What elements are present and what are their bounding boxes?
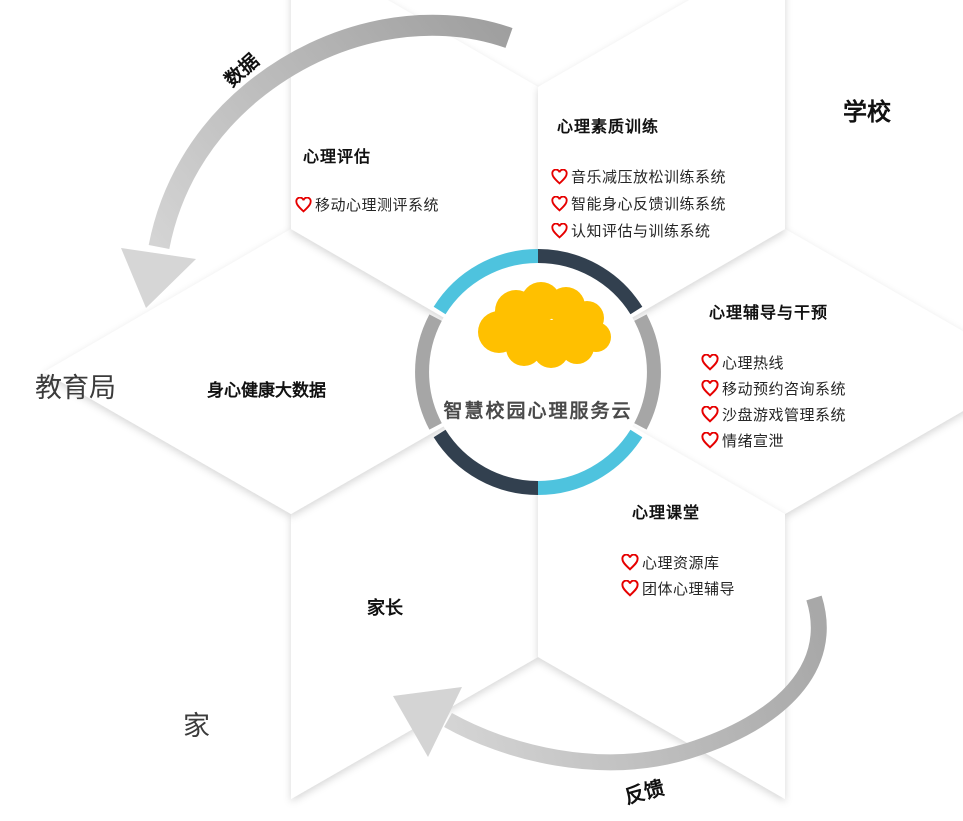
label-school: 学校	[843, 99, 891, 126]
ring-seg-navy-2	[433, 429, 539, 495]
heart-icon	[701, 432, 719, 449]
item-label: 情绪宣泄	[722, 433, 785, 450]
section-title-classroom: 心理课堂	[632, 505, 701, 522]
item-label: 移动心理测评系统	[315, 197, 440, 214]
item-label: 心理热线	[722, 355, 785, 372]
section-title-counseling: 心理辅导与干预	[709, 305, 829, 322]
ring-seg-cyan-2	[433, 249, 539, 315]
list-item: 团体心理辅导	[621, 578, 735, 599]
item-label: 沙盘游戏管理系统	[722, 407, 847, 424]
feedback-arrow	[393, 595, 827, 771]
heart-icon	[701, 380, 719, 397]
heart-icon	[551, 222, 568, 239]
heart-icon	[701, 406, 719, 423]
cloud-icon	[478, 282, 611, 368]
heart-icon	[621, 580, 639, 597]
item-label: 移动预约咨询系统	[722, 381, 847, 398]
label-education-bureau: 教育局	[35, 373, 116, 403]
heart-icon	[701, 354, 719, 371]
petal-bigdata	[44, 229, 538, 514]
item-label: 智能身心反馈训练系统	[571, 196, 727, 213]
list-item: 情绪宣泄	[701, 430, 784, 451]
ring-seg-gray-1	[634, 314, 661, 430]
list-item: 认知评估与训练系统	[551, 220, 711, 241]
list-item: 移动预约咨询系统	[701, 378, 846, 399]
list-item: 心理热线	[701, 352, 784, 373]
item-label: 心理资源库	[642, 555, 720, 572]
list-item: 移动心理测评系统	[295, 194, 439, 215]
petal-classroom	[538, 372, 785, 799]
section-title-assessment: 心理评估	[303, 149, 372, 166]
item-label: 认知评估与训练系统	[571, 223, 711, 240]
petal-counseling	[538, 229, 963, 514]
list-item: 沙盘游戏管理系统	[701, 404, 846, 425]
heart-icon	[295, 196, 312, 213]
list-item: 音乐减压放松训练系统	[551, 166, 726, 187]
item-label: 团体心理辅导	[642, 581, 736, 598]
heart-icon	[551, 195, 568, 212]
data-flow-arrow	[121, 14, 513, 308]
center-title: 智慧校园心理服务云	[443, 401, 633, 422]
section-title-training: 心理素质训练	[557, 119, 660, 136]
section-title-parents: 家长	[367, 598, 403, 618]
petal-wedges	[44, 0, 963, 799]
list-item: 智能身心反馈训练系统	[551, 193, 726, 214]
ring-seg-gray-2	[415, 314, 442, 430]
data-flow-arrowhead	[121, 248, 196, 308]
heart-icon	[621, 554, 639, 571]
item-label: 音乐减压放松训练系统	[571, 169, 727, 186]
heart-icon	[551, 168, 568, 185]
ring-seg-navy-1	[537, 249, 643, 315]
feedback-arrowhead	[393, 687, 462, 757]
ring-seg-cyan-1	[537, 429, 643, 495]
section-title-bigdata: 身心健康大数据	[207, 381, 326, 400]
feedback-arrow-shaft	[444, 595, 827, 771]
list-item: 心理资源库	[621, 552, 720, 573]
label-home: 家	[183, 711, 210, 741]
petal-parents	[291, 372, 538, 799]
data-flow-arrow-shaft	[148, 14, 513, 250]
